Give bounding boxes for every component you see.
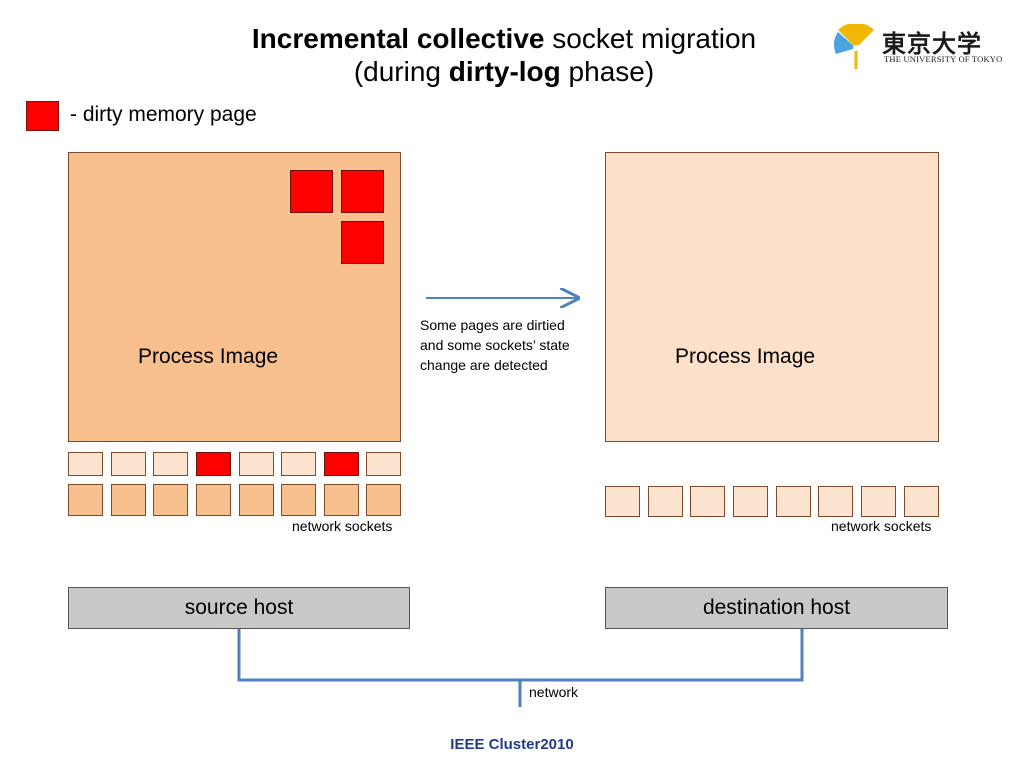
footer-conference: IEEE Cluster2010 [450,736,574,753]
university-logo: 東京大学 THE UNIVERSITY OF TOKYO [833,22,1004,70]
dirty-page [341,170,384,213]
title-line2-bold: dirty-log [448,56,561,87]
network-socket [366,484,401,516]
socket-state [153,452,188,476]
network-socket [196,484,231,516]
dirty-page [341,221,384,264]
network-socket [111,484,146,516]
dirty-page [290,170,333,213]
source-host-box: source host [68,587,410,629]
logo-kanji: 東京大学 [882,29,982,58]
network-socket [904,486,939,517]
network-socket [733,486,768,517]
title-line-2: (during dirty-log phase) [200,55,808,88]
source-process-label: Process Image [138,345,279,368]
annotation-line: Some pages are dirtied [420,317,565,333]
logo-english: THE UNIVERSITY OF TOKYO [884,54,1003,64]
title-line-1: Incremental collective socket migration [200,22,808,55]
network-socket [861,486,896,517]
socket-state-dirty [196,452,231,476]
socket-state [68,452,103,476]
title-line2-post: phase) [560,56,655,87]
title-line2-pre: (during [353,56,449,87]
migration-annotation: Some pages are dirtied and some sockets’… [420,315,600,375]
legend-dirty-swatch [26,101,59,131]
network-link [237,629,804,682]
socket-state [239,452,274,476]
destination-process-image: Process Image [605,152,939,442]
network-socket [324,484,359,516]
annotation-line: change are detected [420,357,548,373]
network-socket [648,486,683,517]
destination-process-label: Process Image [675,345,816,368]
ginkgo-leaf-icon [833,22,874,69]
legend-label: - dirty memory page [70,103,257,126]
network-socket [281,484,316,516]
network-socket [239,484,274,516]
title-rest: socket migration [544,23,757,54]
source-process-image: Process Image [68,152,401,442]
destination-host-box: destination host [605,587,948,629]
network-socket [68,484,103,516]
annotation-line: and some sockets’ state [420,337,570,353]
destination-sockets-label: network sockets [831,518,932,534]
network-socket [605,486,640,517]
socket-state [366,452,401,476]
network-label: network [529,684,579,700]
network-socket [690,486,725,517]
source-sockets-label: network sockets [292,518,393,534]
socket-state-dirty [324,452,359,476]
network-socket [818,486,853,517]
socket-state [111,452,146,476]
slide-title: Incremental collective socket migration … [200,22,808,88]
network-socket [776,486,811,517]
title-bold-part: Incremental collective [251,23,545,54]
socket-state [281,452,316,476]
network-socket [153,484,188,516]
